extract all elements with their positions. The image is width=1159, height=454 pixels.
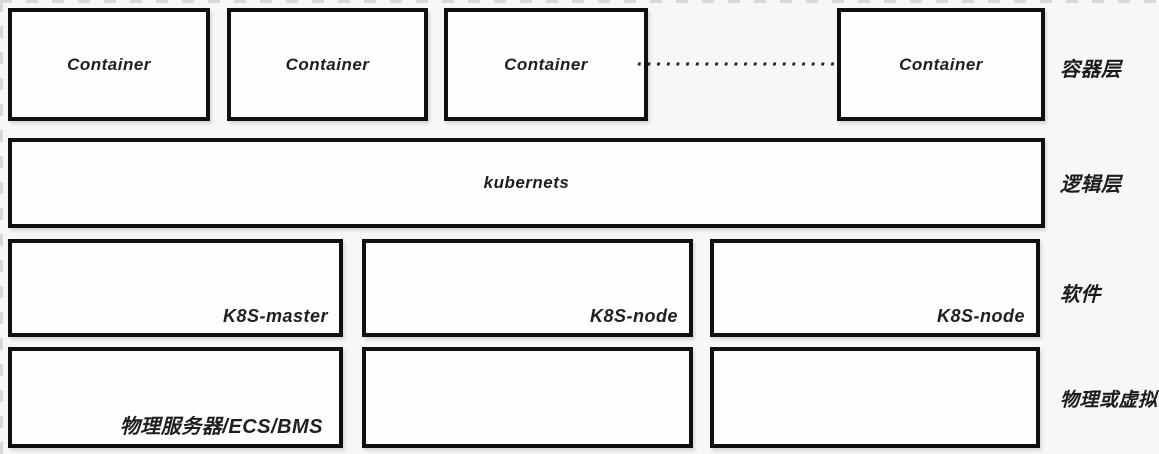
k8s-master-label: K8S-master — [222, 306, 328, 326]
side-label-software-layer: 软件 — [1060, 284, 1101, 306]
side-label-physical-layer: 物理或虚拟 — [1060, 390, 1158, 411]
container-box-1-label: Container — [67, 54, 151, 74]
container-box-3-label: Container — [504, 54, 588, 74]
dashed-left-edge — [0, 0, 3, 454]
k8s-node-box-1: K8S-node — [362, 239, 693, 337]
k8s-master-box: K8S-master — [8, 239, 343, 337]
ellipsis-dots: ······················ — [635, 53, 849, 76]
kubernetes-box-label: kubernets — [483, 173, 570, 192]
physical-box-2 — [362, 347, 693, 448]
container-box-1: Container — [8, 8, 210, 121]
dashed-top-edge — [0, 0, 1159, 3]
container-box-2: Container — [227, 8, 428, 121]
side-label-logic-layer: 逻辑层 — [1060, 174, 1122, 196]
kubernetes-box: kubernets — [8, 138, 1045, 228]
physical-server-label: 物理服务器/ECS/BMS — [119, 416, 323, 438]
k8s-node-1-label: K8S-node — [589, 306, 678, 326]
physical-server-box: 物理服务器/ECS/BMS — [8, 347, 343, 448]
container-box-4-label: Container — [899, 54, 983, 74]
physical-box-3 — [710, 347, 1040, 448]
container-box-4: Container — [837, 8, 1045, 121]
container-box-2-label: Container — [285, 54, 370, 74]
container-box-3: Container — [444, 8, 648, 121]
side-label-container-layer: 容器层 — [1060, 59, 1122, 81]
k8s-node-2-label: K8S-node — [936, 306, 1025, 326]
k8s-node-box-2: K8S-node — [710, 239, 1040, 337]
